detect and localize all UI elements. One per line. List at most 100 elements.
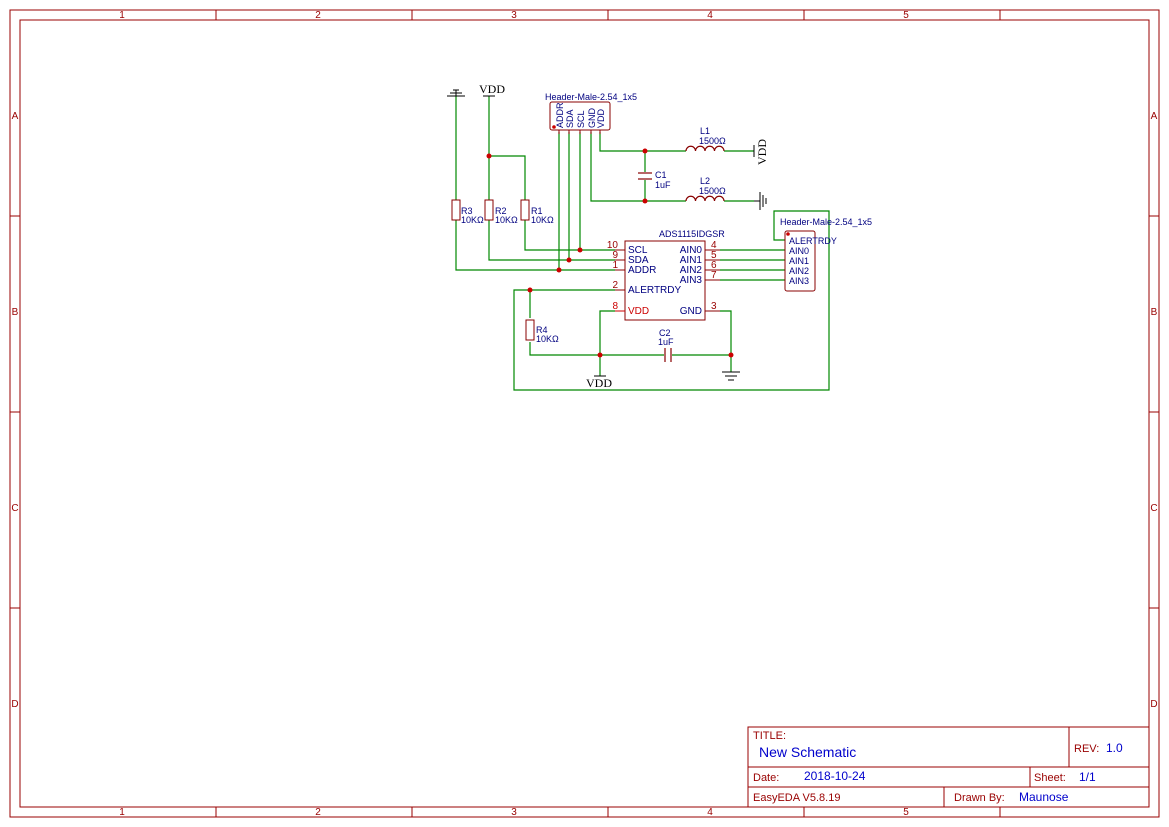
component-value: 1500Ω (699, 136, 726, 146)
ic-ads1115[interactable]: ADS1115IDGSR 10 9 1 2 8 SCL SDA ADDR ALE… (607, 229, 725, 321)
ic-pin-number: 6 (711, 260, 717, 271)
col-label: 1 (119, 807, 125, 818)
junction-dot (566, 257, 572, 263)
row-labels-right: A B C D (1150, 111, 1157, 710)
row-label: C (1150, 503, 1157, 514)
row-label: B (12, 307, 19, 318)
wire-alertrdy-loop[interactable] (513, 210, 830, 391)
ic-pin-number: 8 (612, 301, 618, 312)
ic-pin-name: AIN1 (680, 255, 703, 266)
header-right-body[interactable] (784, 230, 816, 292)
component-value: 10KΩ (531, 215, 554, 225)
row-label: A (12, 111, 19, 122)
wire-header-vdd[interactable] (599, 132, 686, 152)
component-ref: L1 (700, 126, 710, 136)
row-label: D (11, 699, 18, 710)
col-label: 5 (903, 10, 909, 21)
component-ref: C1 (655, 170, 667, 180)
junction-dot (577, 247, 583, 253)
ic-pin-name: VDD (628, 306, 649, 317)
capacitor-c2[interactable]: C2 1uF (658, 328, 674, 362)
rev-label: REV: (1074, 743, 1099, 755)
junction-dot (642, 148, 648, 154)
wire-r4-bottom[interactable] (529, 342, 664, 356)
inductor-l2[interactable]: L2 1500Ω (685, 176, 726, 202)
ic-pin-number: 5 (711, 250, 717, 261)
vdd-symbol-l1[interactable]: VDD (753, 139, 769, 165)
software-version: EasyEDA V5.8.19 (753, 792, 840, 804)
drawn-by-value: Maunose (1019, 790, 1069, 804)
title-label: TITLE: (753, 730, 786, 742)
wires[interactable] (455, 96, 830, 391)
component-ref: R1 (531, 206, 543, 216)
header-top-pin-label: GND (587, 108, 597, 129)
col-label: 2 (315, 807, 321, 818)
header-right-pin-label: AIN0 (789, 246, 809, 256)
row-label: D (1150, 699, 1157, 710)
header-top[interactable]: Header-Male-2.54_1x5 ADDR SDA SCL GND VD… (545, 92, 637, 134)
wire-scl-pullup[interactable] (489, 155, 615, 251)
ic-pin-name: GND (680, 306, 702, 317)
ground-symbol-bottom[interactable] (722, 371, 740, 381)
resistor-r3[interactable]: R3 10KΩ (451, 199, 484, 225)
wire-header-gnd[interactable] (590, 132, 686, 202)
ic-body[interactable] (624, 240, 706, 321)
sheet-frame (9, 9, 1160, 818)
wire-ic-vdd[interactable] (599, 310, 615, 376)
junction-dot (642, 198, 648, 204)
resistor-body[interactable] (525, 319, 535, 341)
header-top-pin-label: VDD (596, 108, 606, 128)
ic-name: ADS1115IDGSR (659, 229, 725, 239)
ic-pin-name: SCL (628, 245, 648, 256)
row-labels-left: A B C D (11, 111, 18, 710)
component-ref: C2 (659, 328, 671, 338)
component-ref: R2 (495, 206, 507, 216)
col-label: 2 (315, 10, 321, 21)
sheet-label: Sheet: (1034, 772, 1066, 784)
vdd-symbol-bottom[interactable]: VDD (586, 375, 612, 390)
header-top-pin-label: SDA (565, 109, 575, 128)
component-value: 1uF (658, 337, 674, 347)
schematic-title: New Schematic (759, 744, 856, 760)
column-labels-bottom: 1 2 3 4 5 (119, 807, 909, 818)
capacitor-c1[interactable]: C1 1uF (638, 170, 671, 190)
ic-pin-number: 1 (612, 260, 618, 271)
net-label-vdd: VDD (586, 376, 612, 390)
ground-symbol-l2[interactable] (754, 192, 767, 210)
ic-pin-name: SDA (628, 255, 649, 266)
sheet-value: 1/1 (1079, 770, 1096, 784)
drawn-by-label: Drawn By: (954, 792, 1005, 804)
header-right-pin-label: AIN1 (789, 256, 809, 266)
resistor-r1[interactable]: R1 10KΩ (520, 199, 554, 225)
resistor-body[interactable] (520, 199, 530, 221)
resistor-body[interactable] (484, 199, 494, 221)
col-label: 5 (903, 807, 909, 818)
wire-sda-pullup[interactable] (488, 96, 615, 261)
ic-pin-name: ADDR (628, 265, 656, 276)
wire-addr-pullup[interactable] (455, 96, 615, 271)
wire-ic-gnd[interactable] (720, 310, 732, 372)
resistor-r2[interactable]: R2 10KΩ (484, 199, 518, 225)
junction-dot (728, 352, 734, 358)
component-value: 1uF (655, 180, 671, 190)
ic-pin-number: 4 (711, 240, 717, 251)
component-value: 10KΩ (461, 215, 484, 225)
resistor-body[interactable] (451, 199, 461, 221)
vdd-symbol-top[interactable]: VDD (479, 82, 505, 97)
component-ref: L2 (700, 176, 710, 186)
ic-pin-number: 3 (711, 301, 717, 312)
header-right-pin-label: ALERTRDY (789, 236, 837, 246)
ic-pin-number: 2 (612, 280, 618, 291)
header-right[interactable]: Header-Male-2.54_1x5 ALERTRDY AIN0 AIN1 … (780, 217, 872, 292)
col-label: 1 (119, 10, 125, 21)
component-value: 1500Ω (699, 186, 726, 196)
ic-pin-number: 7 (711, 270, 717, 281)
resistor-r4[interactable]: R4 10KΩ (525, 319, 559, 344)
header-right-name: Header-Male-2.54_1x5 (780, 217, 872, 227)
junction-dot (486, 153, 492, 159)
component-value: 10KΩ (495, 215, 518, 225)
inductor-l1[interactable]: L1 1500Ω (685, 126, 726, 152)
header-top-name: Header-Male-2.54_1x5 (545, 92, 637, 102)
ground-symbol-top[interactable] (447, 89, 465, 97)
